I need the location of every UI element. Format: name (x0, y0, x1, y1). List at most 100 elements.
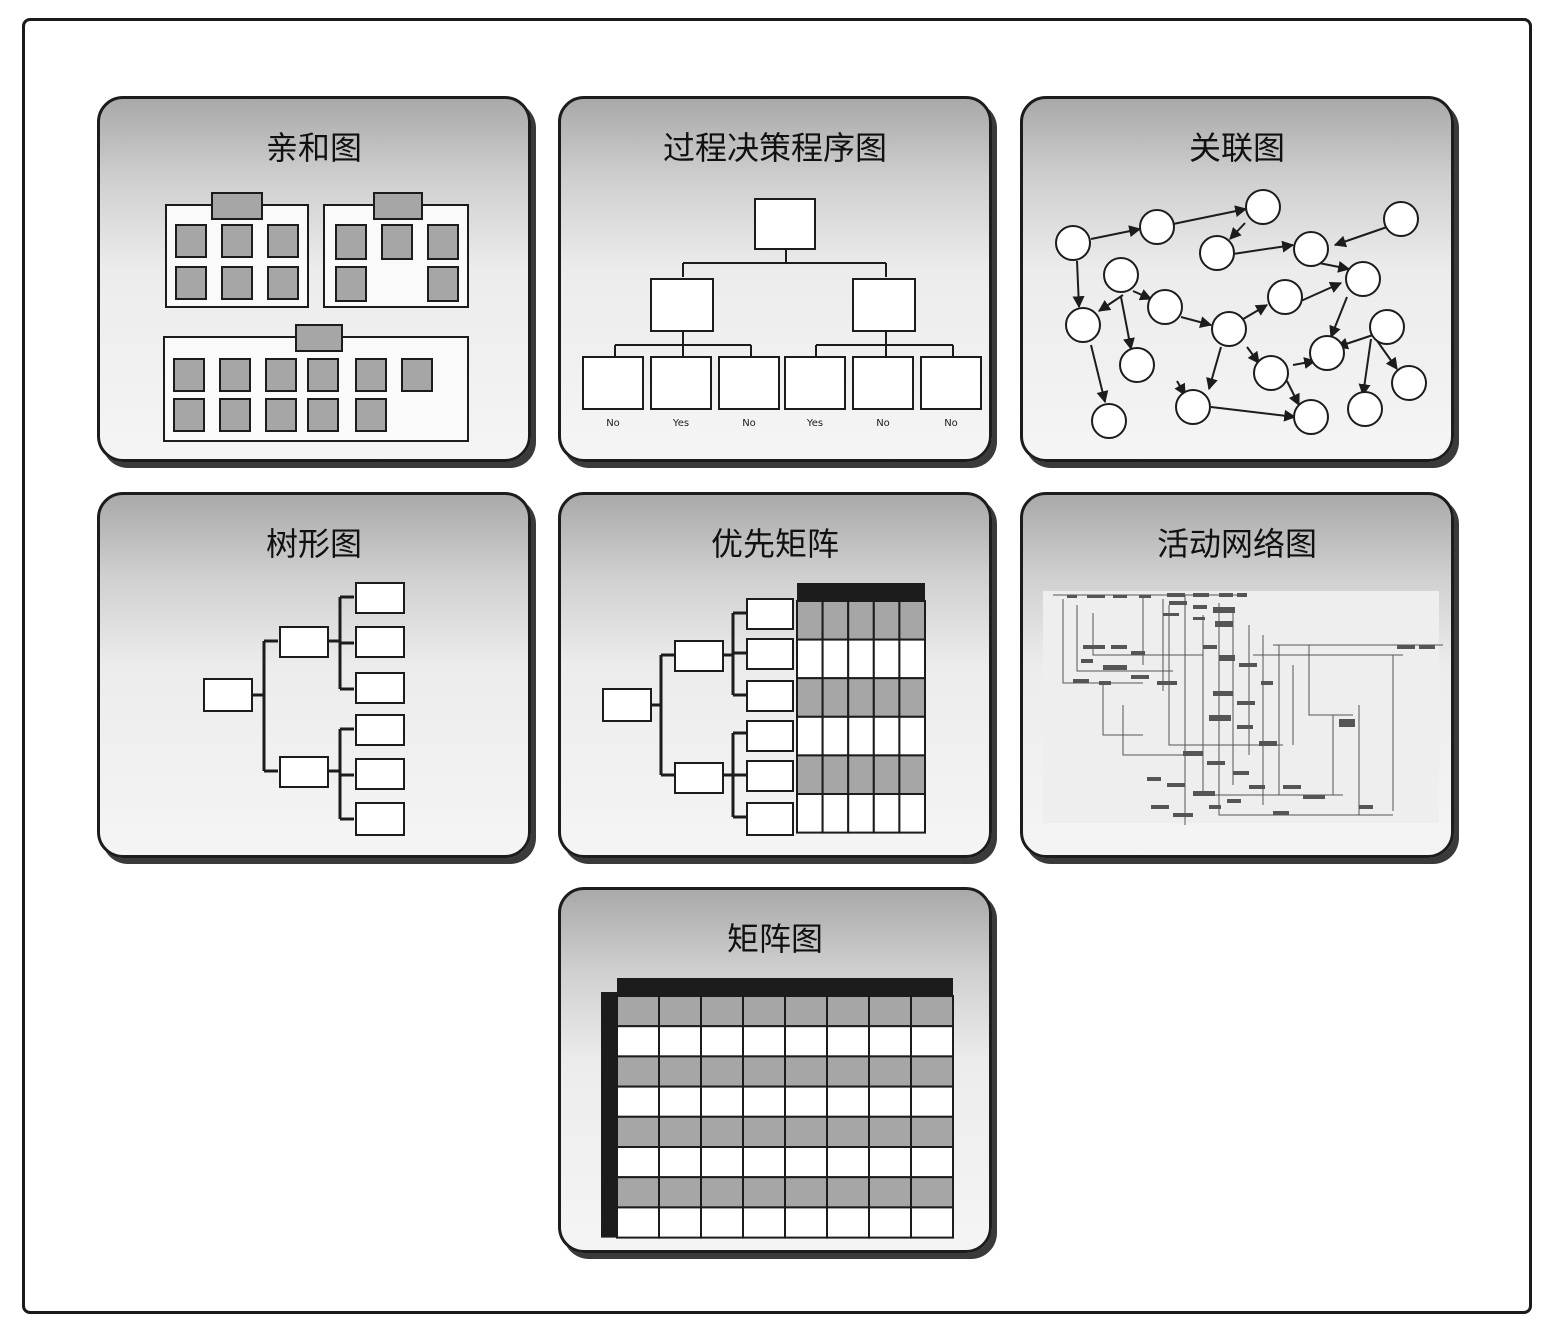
matrix-grid (601, 978, 954, 1239)
grid-cell (821, 638, 850, 680)
grid-cell (616, 1085, 660, 1118)
grid-cell (658, 1055, 702, 1088)
prioritization-matrix-card: 优先矩阵 (558, 492, 992, 858)
grid-cell (700, 1176, 744, 1209)
grid-cell (658, 1146, 702, 1179)
grid-cell (847, 638, 875, 680)
grid-cell (821, 677, 850, 718)
grid-cell (910, 1206, 954, 1239)
grid-cell (742, 1025, 786, 1058)
card-title: 树形图 (265, 525, 362, 563)
grid-cell (742, 1115, 786, 1149)
grid-cell (868, 1206, 912, 1239)
grid-cell (700, 1025, 744, 1058)
leaf-label: No (944, 418, 958, 429)
grid-cell (784, 1055, 828, 1088)
grid-cell (700, 1206, 744, 1239)
grid-cell (847, 793, 875, 834)
grid-cell (847, 715, 875, 757)
grid-cell (872, 793, 901, 834)
grid-cell (826, 1115, 870, 1149)
grid-cell (910, 1055, 954, 1088)
grid-cell (658, 995, 702, 1028)
prioritization-grid (796, 583, 926, 834)
activity-network-diagram-graphic (1043, 591, 1443, 825)
pdpc-diagram-card: 过程决策程序图 No Yes No Yes No No (558, 96, 992, 462)
grid-cell (910, 1085, 954, 1118)
leaf-label: No (876, 418, 890, 429)
grid-cell (784, 1025, 828, 1058)
affinity-diagram-graphic (163, 192, 469, 442)
leaf-label: No (606, 418, 620, 429)
grid-cell (898, 600, 926, 641)
interrelationship-diagram-graphic (1055, 189, 1427, 439)
grid-side-bar (601, 992, 617, 1238)
grid-cell (910, 1146, 954, 1179)
grid-cell (821, 600, 850, 641)
grid-cell (700, 1085, 744, 1118)
grid-cell (658, 1025, 702, 1058)
grid-cell (898, 793, 926, 834)
grid-cell (616, 995, 660, 1028)
card-title: 矩阵图 (726, 920, 823, 958)
grid-header-bar (617, 978, 953, 996)
grid-cell (796, 638, 824, 680)
grid-cell (616, 1115, 660, 1149)
matrix-diagram-graphic (601, 978, 954, 1239)
grid-cell (658, 1176, 702, 1209)
grid-cell (742, 1176, 786, 1209)
grid-cell (872, 638, 901, 680)
grid-cell (868, 1146, 912, 1179)
grid-cell (826, 1146, 870, 1179)
grid-cell (826, 1085, 870, 1118)
interrelationship-diagram-card: 关联图 (1020, 96, 1454, 462)
grid-cell (847, 754, 875, 795)
grid-cell (821, 793, 850, 834)
grid-cell (784, 1146, 828, 1179)
grid-cell (910, 1176, 954, 1209)
leaf-label: Yes (806, 418, 823, 429)
grid-header-bar (797, 583, 925, 601)
grid-cell (872, 600, 901, 641)
grid-cell (872, 754, 901, 795)
card-title: 活动网络图 (1156, 525, 1317, 563)
grid-cell (784, 1206, 828, 1239)
grid-cell (868, 995, 912, 1028)
grid-cell (910, 1115, 954, 1149)
grid-cell (898, 677, 926, 718)
grid-cell (700, 1115, 744, 1149)
grid-cell (616, 1176, 660, 1209)
grid-cell (658, 1206, 702, 1239)
figure-frame (22, 18, 1532, 1314)
grid-cell (868, 1055, 912, 1088)
grid-cell (826, 995, 870, 1028)
grid-cell (616, 1055, 660, 1088)
leaf-label: No (742, 418, 756, 429)
affinity-diagram-card: 亲和图 (97, 96, 531, 462)
grid-cell (796, 600, 824, 641)
grid-cell (898, 638, 926, 680)
grid-cell (742, 1085, 786, 1118)
grid-cell (872, 677, 901, 718)
prioritization-matrix-graphic (602, 583, 926, 836)
grid-cell (616, 1206, 660, 1239)
grid-cell (742, 995, 786, 1028)
grid-cell (868, 1085, 912, 1118)
card-title: 亲和图 (265, 129, 362, 167)
grid-cell (910, 1025, 954, 1058)
grid-cell (616, 1025, 660, 1058)
tree-diagram-graphic (203, 582, 405, 836)
grid-cell (784, 1115, 828, 1149)
grid-cell (658, 1085, 702, 1118)
grid-cell (700, 1146, 744, 1179)
grid-cell (898, 754, 926, 795)
matrix-diagram-card: 矩阵图 (558, 887, 992, 1253)
grid-cell (796, 677, 824, 718)
grid-cell (826, 1025, 870, 1058)
grid-cell (821, 715, 850, 757)
grid-cell (826, 1206, 870, 1239)
grid-cell (784, 1176, 828, 1209)
grid-cell (742, 1206, 786, 1239)
pdpc-diagram-graphic: No Yes No Yes No No (582, 198, 982, 429)
grid-cell (700, 1055, 744, 1088)
